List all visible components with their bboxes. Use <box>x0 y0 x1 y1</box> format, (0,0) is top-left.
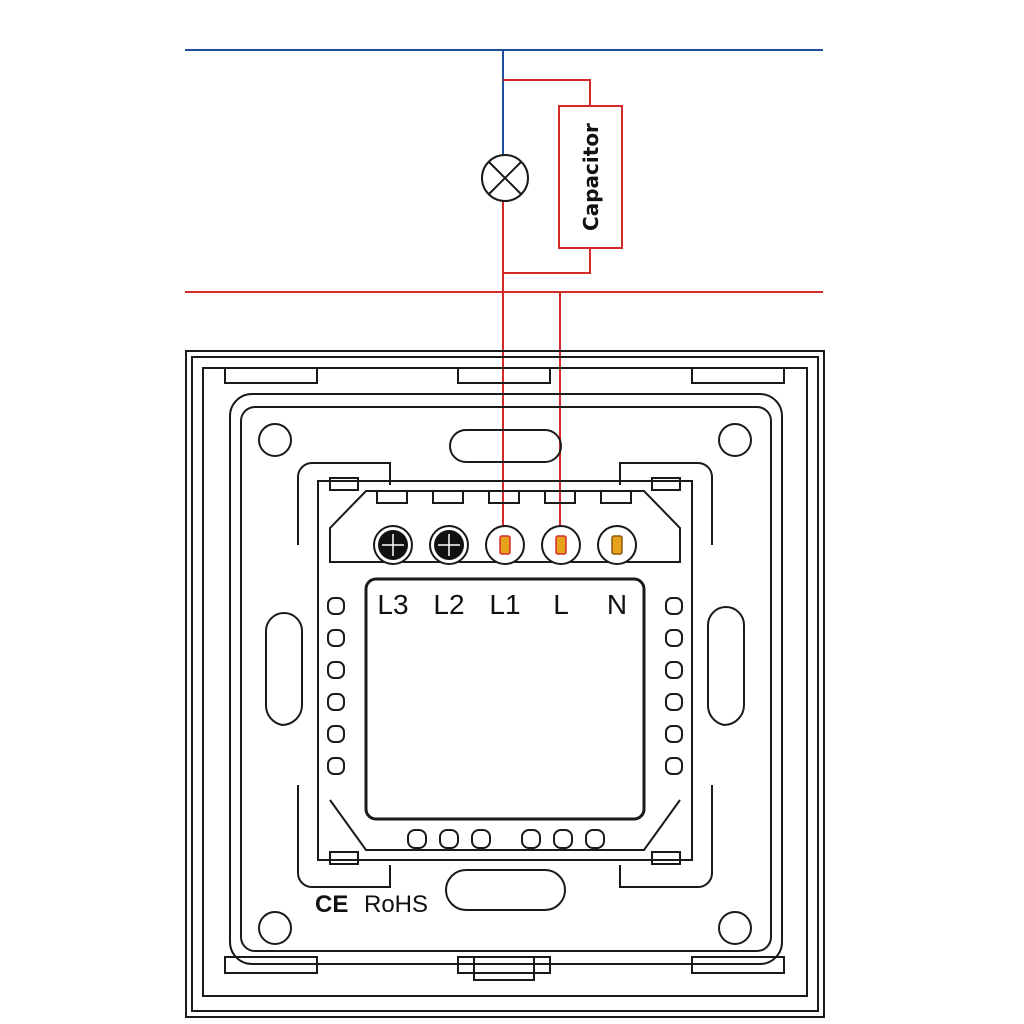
terminal-connector <box>611 535 623 555</box>
rohs-mark: RoHS <box>364 891 428 918</box>
terminal-block: L3 L2 L1 L N <box>373 525 637 620</box>
ce-mark: CE <box>315 891 348 918</box>
screw-hole <box>258 423 292 457</box>
wiring <box>185 49 823 540</box>
screw-hole <box>718 911 752 945</box>
capacitor-bottom-wire <box>503 248 591 274</box>
terminal-connector <box>555 535 567 555</box>
screw-slot <box>382 534 404 556</box>
terminal-n: N <box>597 525 637 620</box>
capacitor-top-wire <box>503 79 591 106</box>
terminal-label-l1: L1 <box>489 589 520 620</box>
capacitor-icon: Capacitor <box>558 105 623 249</box>
terminal-label-l3: L3 <box>377 589 408 620</box>
capacitor-label: Capacitor <box>579 123 603 231</box>
terminal-label-l2: L2 <box>433 589 464 620</box>
switch-module <box>317 480 693 861</box>
terminal-l: L <box>541 525 581 620</box>
mounting-slot <box>264 611 303 727</box>
screw-hole <box>718 423 752 457</box>
mounting-slot <box>706 605 745 727</box>
plate-outer-frame <box>185 350 825 1018</box>
terminal-l1: L1 <box>485 525 525 620</box>
switch-plate <box>185 350 825 1018</box>
lamp-icon <box>481 154 529 202</box>
terminal-label-l: L <box>553 589 569 620</box>
screw-hole <box>258 911 292 945</box>
mounting-slot <box>449 429 562 463</box>
terminal-l3: L3 <box>373 525 413 620</box>
terminal-l2: L2 <box>429 525 469 620</box>
mounting-plate <box>229 393 783 965</box>
terminal-label-panel <box>364 577 646 821</box>
side-ribs-left <box>327 597 345 775</box>
certification-marks: CE RoHS <box>315 891 428 918</box>
terminal-connector <box>499 535 511 555</box>
bottom-ribs <box>407 829 605 849</box>
mounting-slot <box>445 869 566 911</box>
terminal-label-n: N <box>607 589 627 620</box>
screw-slot <box>438 534 460 556</box>
side-ribs-right <box>665 597 683 775</box>
